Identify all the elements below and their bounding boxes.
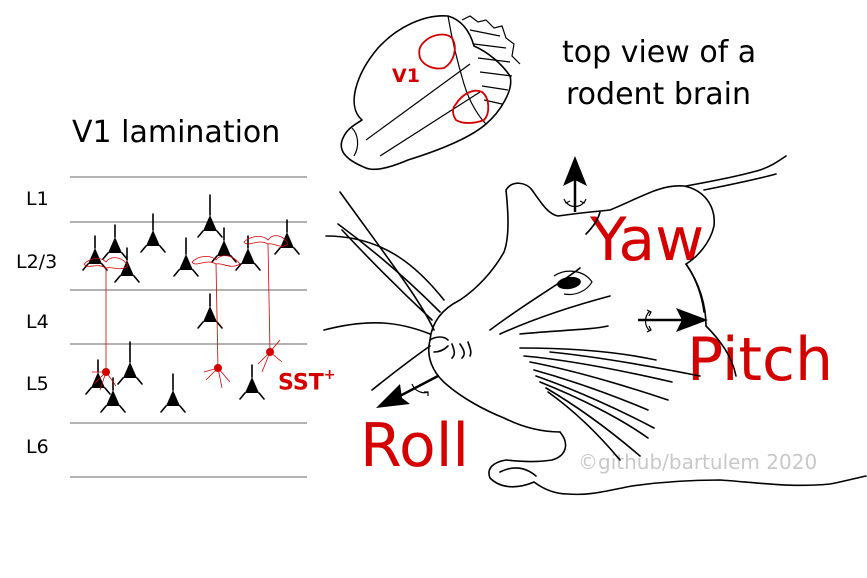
credit-text: ©github/bartulem 2020 bbox=[578, 450, 818, 474]
brain-top-view bbox=[340, 15, 521, 171]
pyramidal-neuron bbox=[100, 377, 126, 413]
pyramidal-neuron bbox=[82, 235, 108, 271]
rodent-head bbox=[323, 155, 867, 496]
pyramidal-neurons bbox=[82, 194, 300, 413]
pyramidal-neuron bbox=[114, 247, 140, 283]
pyramidal-neuron bbox=[235, 235, 261, 271]
pyramidal-neuron bbox=[173, 237, 199, 277]
layer-label-l6: L6 bbox=[26, 436, 49, 458]
layer-label-l4: L4 bbox=[26, 311, 49, 333]
brain-v1-label: V1 bbox=[392, 65, 420, 87]
pitch-arrow-icon bbox=[638, 308, 708, 333]
sst-cell-label: SST+ bbox=[278, 367, 336, 396]
pyramidal-neuron bbox=[117, 341, 143, 385]
pyramidal-neuron bbox=[239, 364, 265, 400]
pitch-label: Pitch bbox=[687, 325, 834, 395]
brain-caption-line1: top view of a bbox=[562, 35, 757, 70]
sst-interneuron bbox=[243, 235, 289, 373]
sst-label-text: SST bbox=[278, 370, 324, 396]
pyramidal-neuron bbox=[140, 213, 166, 253]
roll-label: Roll bbox=[360, 411, 470, 481]
sst-label-sup: + bbox=[323, 367, 336, 383]
yaw-label: Yaw bbox=[590, 205, 705, 275]
layer-label-l23: L2/3 bbox=[16, 251, 58, 273]
sst-interneuron bbox=[191, 255, 241, 389]
pyramidal-neuron bbox=[197, 293, 223, 329]
pyramidal-neuron bbox=[102, 224, 128, 260]
pyramidal-neuron bbox=[211, 227, 237, 263]
lamination-title: V1 lamination bbox=[72, 115, 281, 150]
yaw-arrow-icon bbox=[563, 156, 587, 212]
sst-interneurons bbox=[83, 235, 289, 391]
pyramidal-neuron bbox=[197, 194, 223, 238]
brain-caption-line2: rodent brain bbox=[566, 77, 751, 112]
layer-label-l1: L1 bbox=[26, 188, 49, 210]
pyramidal-neuron bbox=[274, 219, 300, 255]
layer-label-l5: L5 bbox=[26, 373, 49, 395]
pyramidal-neuron bbox=[160, 373, 186, 413]
roll-arrow-icon bbox=[376, 374, 439, 408]
sst-interneuron bbox=[83, 257, 129, 391]
layer-boundaries bbox=[70, 176, 307, 478]
